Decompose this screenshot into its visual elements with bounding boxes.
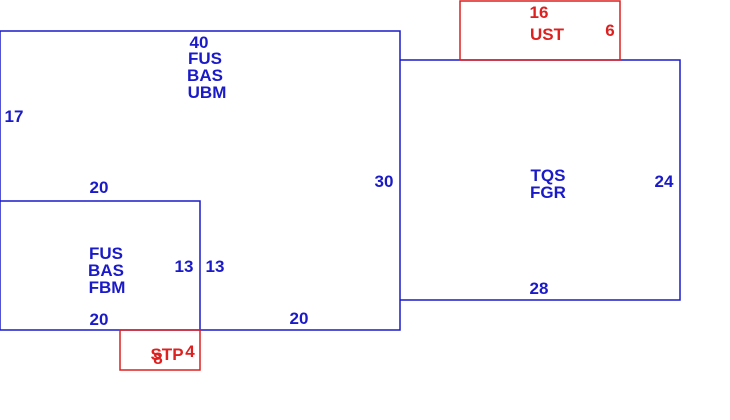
lower-left-right-dimension-outside: 13: [206, 257, 225, 276]
right-right-dimension: 24: [655, 172, 674, 191]
top-addon-top-dimension: 16: [530, 3, 549, 22]
top-addon-code: UST: [530, 25, 565, 44]
top-addon-labels: 16 UST 6: [530, 3, 615, 44]
main-left-dimension: 17: [5, 107, 24, 126]
main-top-dimension: 40: [190, 33, 209, 52]
right-code-2: FGR: [530, 183, 566, 202]
top-addon-side-dimension: 6: [605, 21, 614, 40]
lower-left-code-1: FUS: [89, 244, 123, 263]
bottom-addon-code: STP: [150, 345, 183, 364]
bottom-addon-dimension-b: 4: [185, 342, 195, 361]
main-right-dimension: 30: [375, 172, 394, 191]
lower-left-bottom-dimension: 20: [90, 310, 109, 329]
lower-left-top-dimension: 20: [90, 178, 109, 197]
bottom-addon-outline: [119, 329, 201, 371]
lower-left-section-outline: [0, 200, 201, 330]
right-bottom-dimension: 28: [530, 279, 549, 298]
right-section-labels: TQS FGR 24 28: [530, 166, 674, 298]
lower-left-section-labels: 20 FUS BAS FBM 13 13 20: [88, 178, 224, 329]
top-addon-outline: [459, 0, 621, 61]
main-section-labels: 40 FUS BAS UBM 17 30 20: [5, 33, 394, 328]
main-code-3: UBM: [188, 83, 227, 102]
lower-left-code-3: FBM: [89, 278, 126, 297]
main-code-1: FUS: [188, 49, 222, 68]
main-section-outline: [0, 30, 401, 331]
lower-left-code-2: BAS: [88, 261, 124, 280]
main-bottom-dimension: 20: [290, 309, 309, 328]
main-code-2: BAS: [187, 66, 223, 85]
bottom-addon-dimension-a: 8: [153, 349, 162, 368]
right-code-1: TQS: [531, 166, 566, 185]
bottom-addon-labels: STP 8 4: [150, 342, 195, 368]
lower-left-right-dimension-inside: 13: [175, 257, 194, 276]
outlines: [0, 0, 681, 371]
